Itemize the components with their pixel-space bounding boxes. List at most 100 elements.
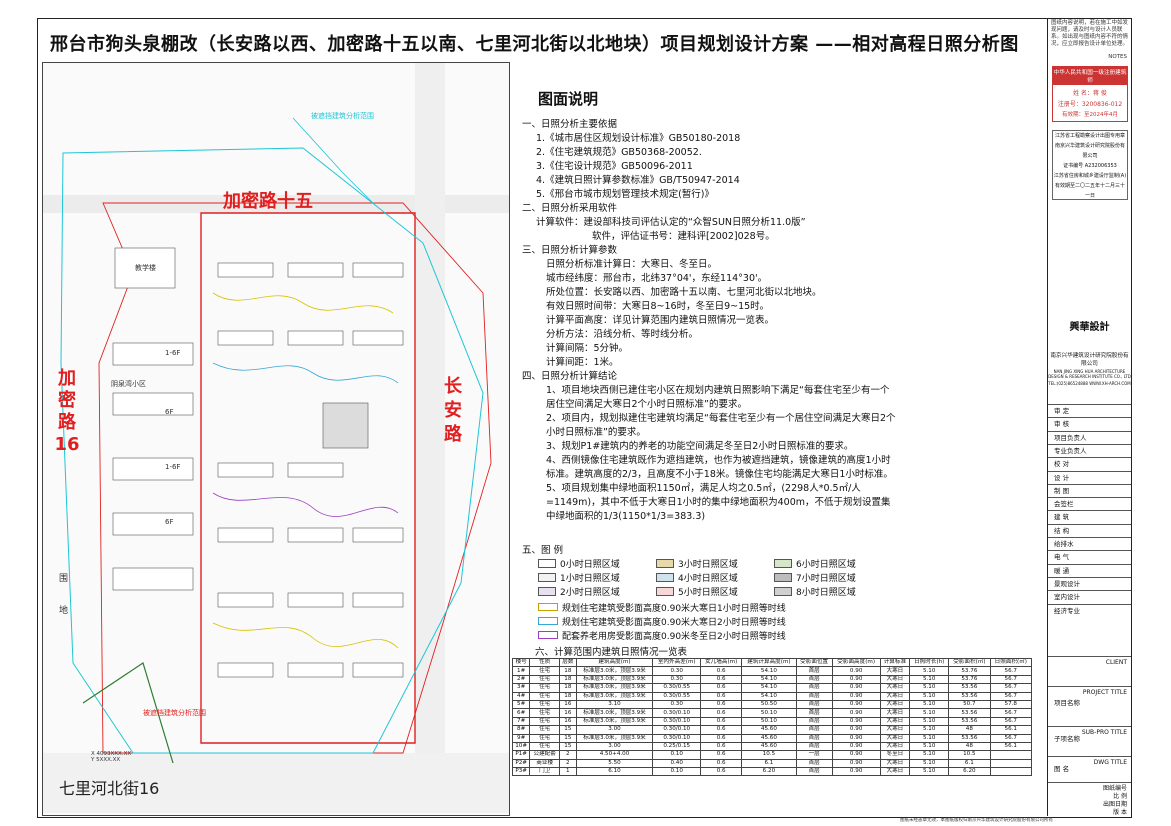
table-cell: 0.6 [700,725,743,735]
role-row: 会签栏 [1048,497,1131,510]
stamp-name-row: 姓 名：蒋 俊 [1073,90,1107,97]
table-cell: 0.90 [831,733,881,743]
notes-heading: 图面说明 [538,90,599,108]
table-cell: 5.10 [909,758,950,769]
table-cell: 16 [559,716,577,727]
table-cell: 6.20 [948,767,991,777]
bottom-label: 版 本 [1113,809,1127,816]
table-cell: 0.30/0.55 [652,691,702,701]
table-cell: 1# [511,666,531,676]
block-label-3: 1-6F [165,463,181,471]
table-cell: 0.90 [831,758,881,769]
table-cell: 3.00 [575,725,654,735]
s3-item: 计算间隔：5分钟。 [546,343,629,354]
table-cell: 住宅 [529,733,561,743]
table-cell: 0.90 [831,691,881,701]
table-cell: 标准层3.0米，顶层3.9米 [575,708,654,718]
table-cell: 5.10 [909,767,950,777]
section-3: 三、日照分析计算参数 [522,245,618,256]
table-cell: 住宅 [529,666,561,676]
road-bottom-band [43,753,509,813]
table-cell: 5.10 [909,683,950,693]
table-cell: 大寒日 [879,683,911,693]
table-cell: 6# [511,708,531,718]
table-cell: 53.76 [948,674,991,685]
legend-swatch [538,559,556,568]
table-cell: 0.25/0.15 [652,741,702,752]
s3-item: 计算间距：1米。 [546,357,619,368]
table-cell: 10.5 [948,750,991,760]
table-cell: 6.1 [741,758,797,769]
table-header-cell: 受影面位置 [795,657,833,668]
drawing-title-row: 图 名 DWG TITLE [1048,756,1131,783]
table-cell: 0.6 [700,708,743,718]
s4-item: 5、项目规划集中绿地面积1150㎡，满足人均之0.5㎡，(2298人*0.5㎡/… [546,483,891,522]
line-legend-item: 配套养老用房受影面高度0.90米冬至日2小时日照等时线 [538,628,786,642]
block-label-4: 6F [165,518,174,526]
s4-item: 1、项目地块西侧已建住宅小区在规划内建筑日照影响下满足“每套住宅至少有一个居住空… [546,385,890,410]
table-cell: 0.6 [700,758,743,769]
table-cell: 5.50 [575,758,654,769]
table-cell: 5.10 [909,716,950,727]
table-cell: 0.90 [831,767,881,777]
table-cell: 一层 [795,750,833,760]
table-cell: 0.6 [700,683,743,693]
table-cell: 住宅 [529,716,561,727]
table-cell: 0.90 [831,666,881,676]
table-cell: 大寒日 [879,758,911,769]
table-cell: 3# [511,683,531,693]
s1-item: 2.《住宅建筑规范》GB50368-20052. [536,147,702,158]
table-cell: 3.10 [575,699,654,710]
table-cell: 0.90 [831,699,881,710]
table-cell: 0.30/0.10 [652,716,702,727]
table-cell: 56.7 [989,691,1033,701]
table-cell: 54.10 [741,674,797,685]
table-cell: 48 [948,725,991,735]
section-1: 一、日照分析主要依据 [522,119,618,130]
table-cell: 首层 [795,699,833,710]
table-cell: 6.1 [948,758,991,769]
table-cell: 6.20 [741,767,797,777]
site-boundary [200,212,416,744]
isochrone-1h-south [212,622,399,649]
s4-item: 3、规划P1#建筑内的养老的功能空间满足冬至日2小时日照标准的要求。 [546,441,854,452]
table-cell: 标准层3.0米，顶层3.9米 [575,716,654,727]
east-bound-label: 被遮挡建筑分析范围 [311,112,374,120]
table-cell: 首层 [795,725,833,735]
table-cell: 0.6 [700,733,743,743]
legend-swatch [656,587,674,596]
s3-item: 有效日照时间带：大寒日8~16时，冬至日9~15时。 [546,301,770,312]
table-cell: 首层 [795,691,833,701]
table-cell: 53.56 [948,733,991,743]
section-5: 五、图 例 [522,545,564,556]
line-swatch [538,617,558,625]
table-cell: 首层 [795,733,833,743]
table-cell: 1 [559,767,577,777]
role-row: 校 对 [1048,457,1131,470]
shadow-range-line [60,147,484,754]
table-cell: 50.50 [741,699,797,710]
role-row: 室内设计 [1048,590,1131,603]
table-cell: 大寒日 [879,767,911,777]
stamp2-line: 南京兴华建筑设计研究院股份有限公司 [1054,143,1125,159]
table-cell: 5.10 [909,725,950,735]
table-cell: 18 [559,674,577,685]
analysis-zone-line [98,202,492,754]
table-cell: 45.60 [741,725,797,735]
table-cell: 大寒日 [879,716,911,727]
table-cell: 5# [511,699,531,710]
project-row: 项目名称 PROJECT TITLE [1048,686,1131,727]
site-plan-drawing [43,63,509,813]
legend-item: 1小时日照区域 [538,571,620,584]
table-cell: 2# [511,674,531,685]
table-cell: 5.10 [909,699,950,710]
table-header-cell: 受影面高度(m) [831,657,881,668]
s3-item: 计算平面高度：详见计算范围内建筑日照情况一览表。 [546,315,775,326]
table-header-cell: 建筑高度(m) [575,657,654,668]
line-legend-item: 规划住宅建筑受影面高度0.90米大寒日2小时日照等时线 [538,614,786,628]
